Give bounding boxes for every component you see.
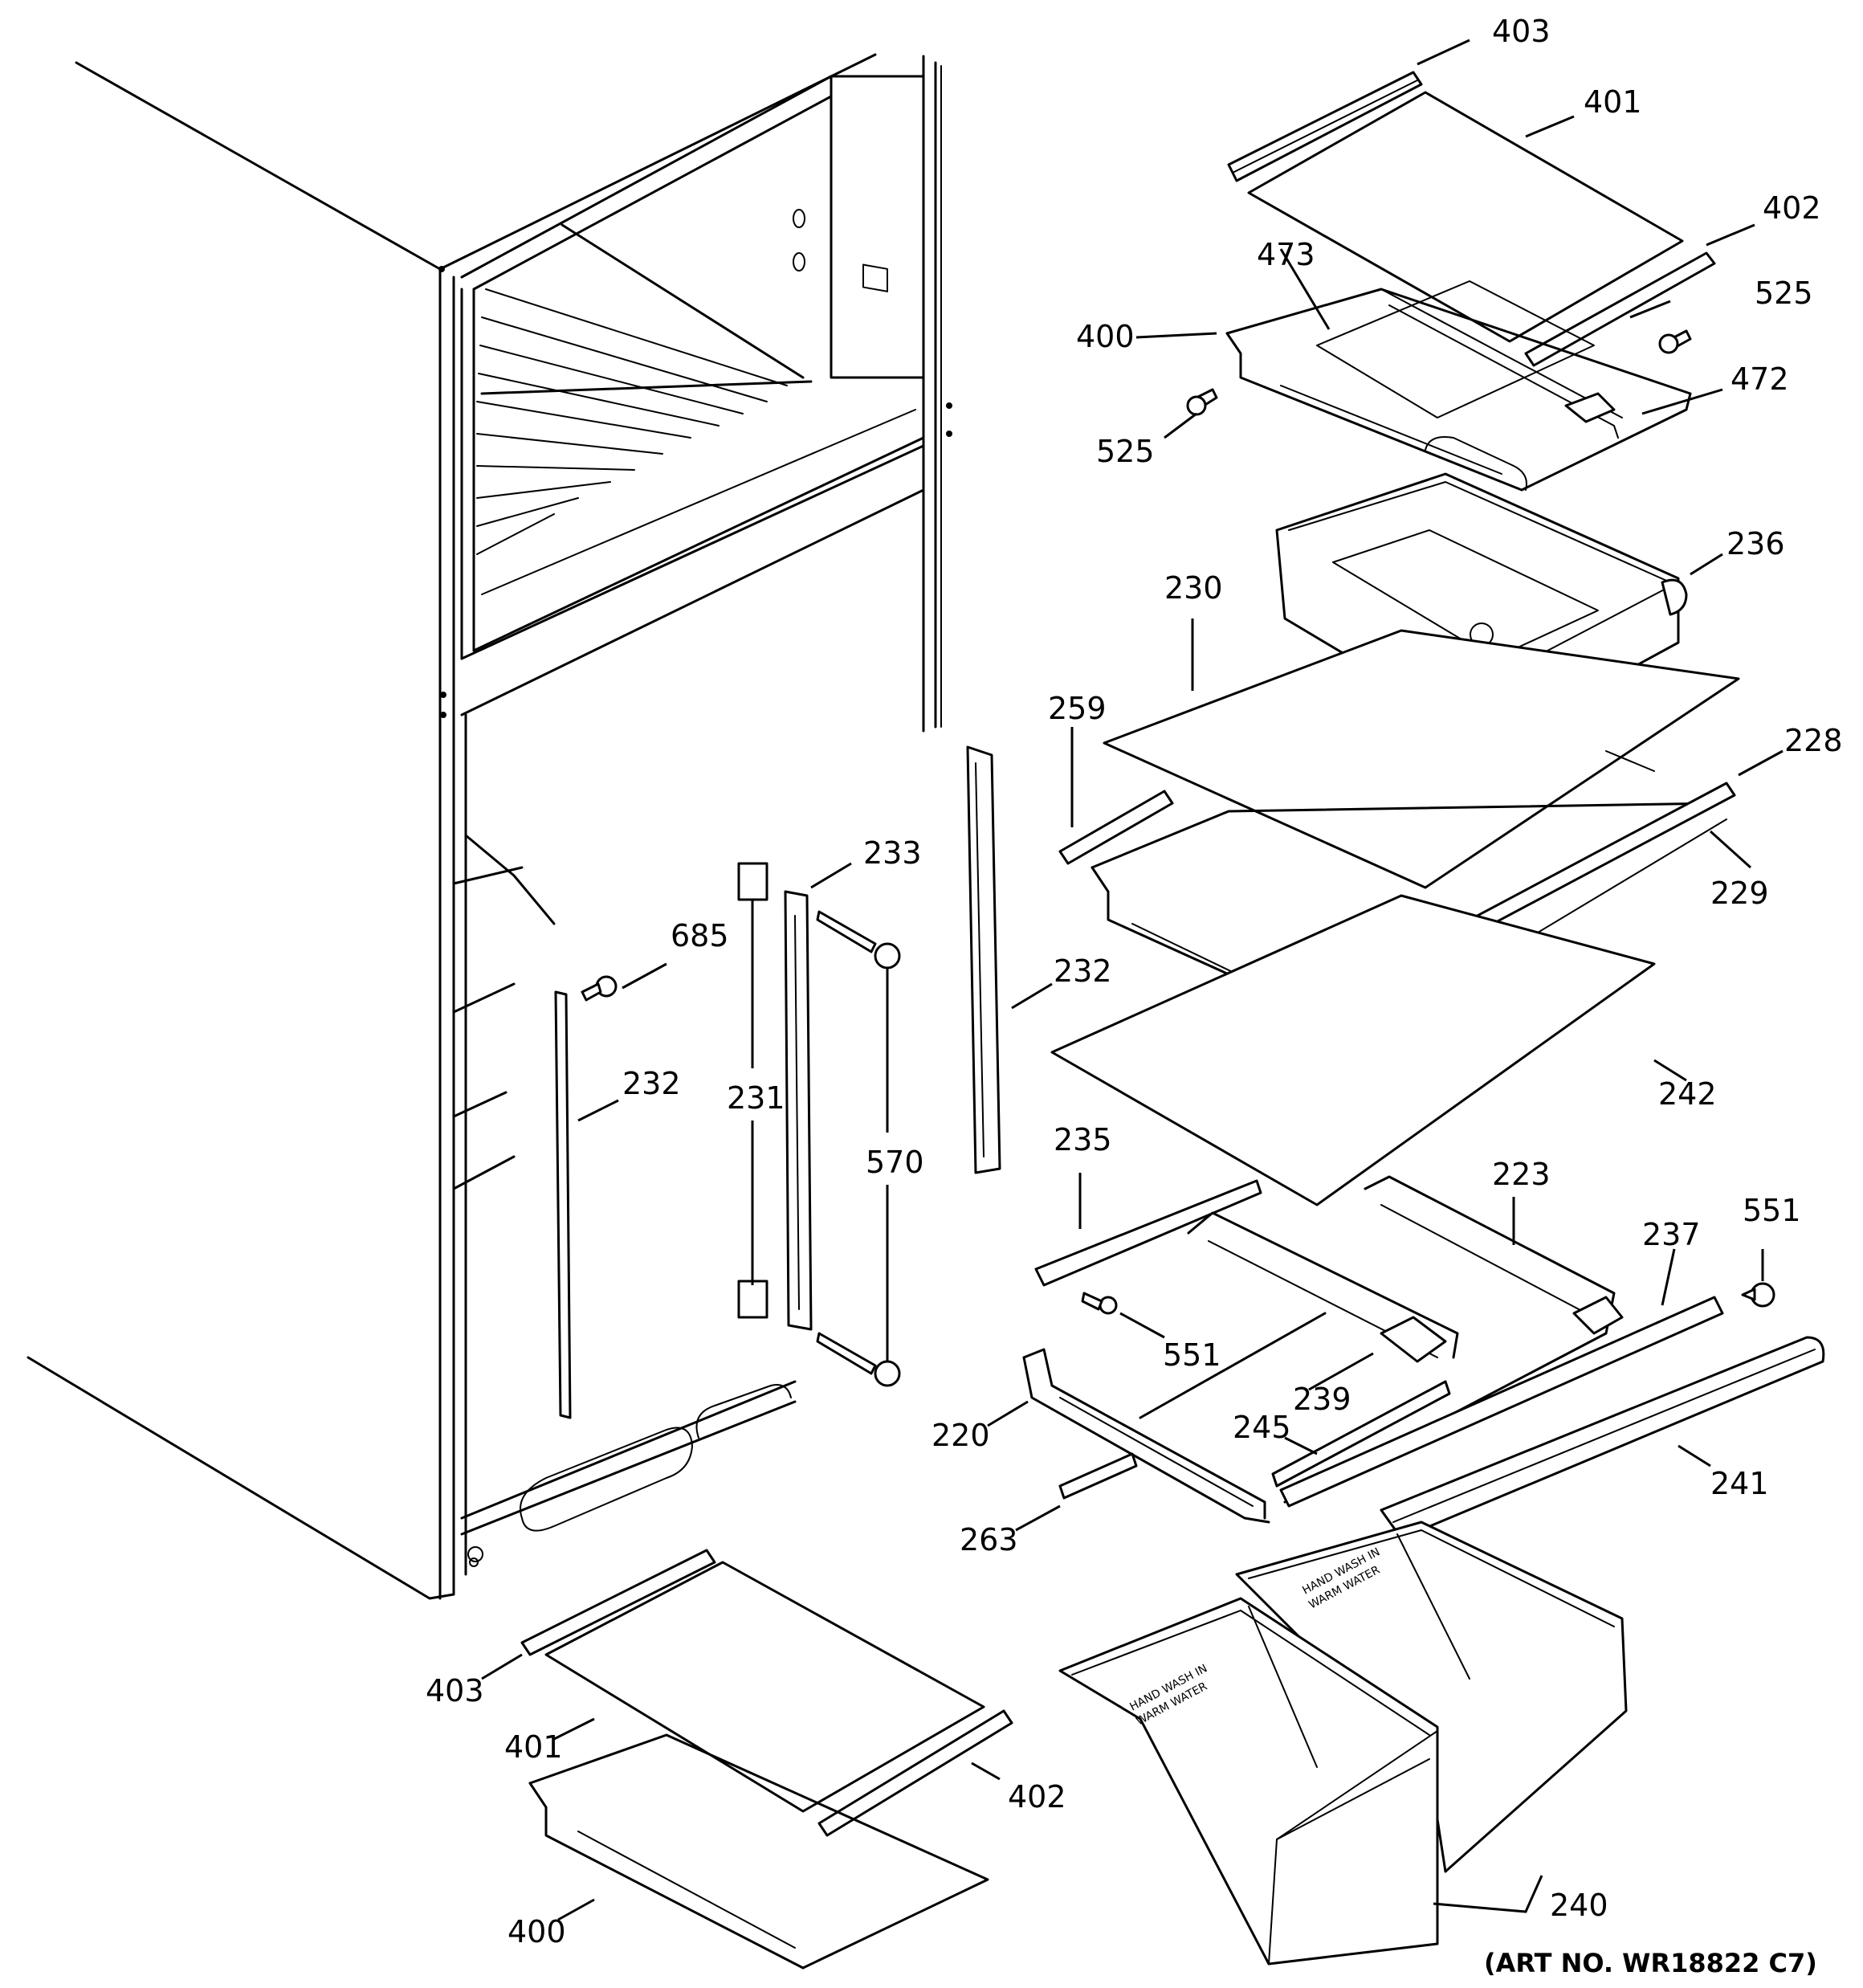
callout-232-left: 232 (622, 1066, 681, 1101)
callout-235: 235 (1054, 1122, 1112, 1157)
callout-245: 245 (1233, 1410, 1291, 1445)
lower-shelf-assembly (520, 1549, 1013, 1970)
callout-236: 236 (1726, 526, 1785, 561)
callout-400-top: 400 (1076, 319, 1135, 354)
callout-401-top: 401 (1584, 84, 1642, 120)
callout-403-bottom: 403 (426, 1673, 484, 1708)
callout-525-right: 525 (1755, 276, 1813, 311)
callout-237: 237 (1642, 1217, 1701, 1252)
callout-259: 259 (1048, 691, 1107, 726)
callout-232-right: 232 (1054, 953, 1112, 989)
callout-403-top: 403 (1492, 14, 1551, 49)
callout-240: 240 (1550, 1888, 1608, 1923)
leader-lines (481, 39, 1784, 1921)
callout-472: 472 (1731, 361, 1789, 397)
callout-473: 473 (1257, 237, 1315, 272)
middle-shelf-assembly (1050, 629, 1740, 1206)
refrigerator-cabinet (26, 53, 952, 1600)
callout-233: 233 (863, 835, 922, 871)
pan-support-assembly (1022, 1175, 1775, 1524)
crisper-bins: HAND WASH IN WARM WATER HAND WASH IN WAR… (1058, 1521, 1628, 1966)
shelf-standards (554, 745, 1001, 1419)
callout-551-right: 551 (1743, 1193, 1801, 1228)
callout-400-bottom: 400 (508, 1914, 566, 1949)
callout-228: 228 (1784, 723, 1843, 758)
callout-231: 231 (727, 1080, 785, 1116)
callout-230: 230 (1164, 570, 1223, 606)
callout-241: 241 (1710, 1466, 1769, 1501)
callout-685: 685 (671, 918, 729, 953)
callout-551-center: 551 (1163, 1337, 1221, 1373)
callout-229: 229 (1710, 876, 1769, 911)
callout-223: 223 (1492, 1157, 1551, 1192)
callout-labels: 403 401 402 473 525 400 472 525 236 230 … (426, 14, 1843, 1978)
callout-402-bottom: 402 (1008, 1779, 1066, 1815)
callout-570: 570 (866, 1145, 924, 1180)
art-number: (ART NO. WR18822 C7) (1484, 1948, 1817, 1978)
callout-525-left: 525 (1096, 434, 1155, 469)
callout-401-bottom: 401 (504, 1729, 563, 1765)
top-shelf-assembly (1186, 71, 1716, 492)
callout-263: 263 (960, 1522, 1018, 1557)
callout-402-top: 402 (1763, 190, 1821, 226)
pan-cover-parts (1279, 1296, 1825, 1540)
callout-220: 220 (932, 1418, 990, 1453)
callout-242: 242 (1658, 1076, 1717, 1112)
callout-239: 239 (1293, 1382, 1351, 1417)
